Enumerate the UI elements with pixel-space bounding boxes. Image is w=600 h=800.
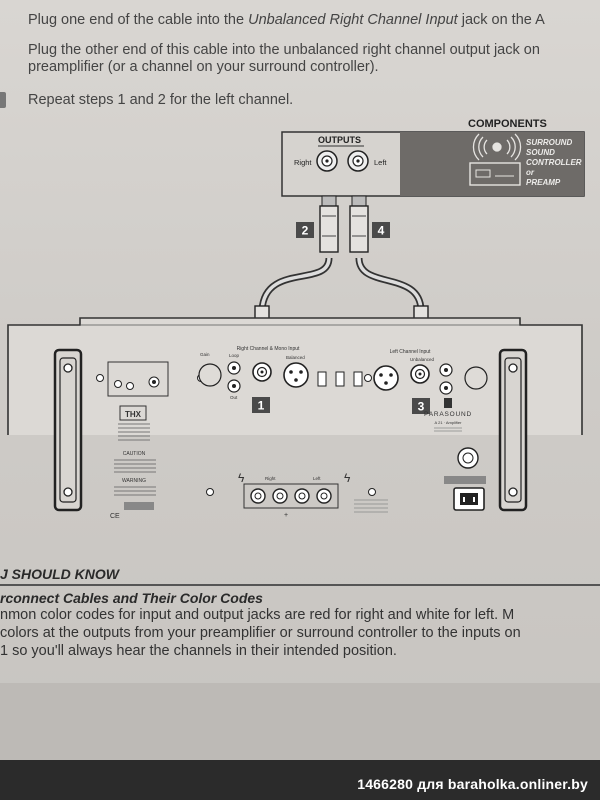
out-label: Out — [230, 395, 238, 400]
loop-jack-left — [439, 363, 453, 395]
voltage-label — [444, 476, 486, 484]
thx-logo: THX — [125, 410, 142, 419]
svg-text:1: 1 — [258, 399, 265, 413]
svg-text:3: 3 — [418, 400, 425, 414]
screw-icon — [96, 374, 104, 382]
instruction-step-3: Repeat steps 1 and 2 for the left channe… — [28, 92, 294, 108]
unbalanced-input-right — [252, 362, 272, 382]
step-badge-3: 3 — [412, 398, 430, 414]
instruction-text: Plug one end of the cable into the — [28, 12, 249, 28]
components-title: COMPONENTS — [468, 118, 547, 130]
lower-page-band — [0, 683, 600, 760]
output-jack-right — [316, 150, 338, 172]
unbalanced-input-left: Unbalanced — [410, 357, 435, 384]
body-line-1: nmon color codes for input and output ja… — [0, 607, 515, 623]
left-input-label: Left Channel Input — [390, 349, 431, 355]
rating-label: THX CAUTION WARNING CE — [110, 405, 156, 520]
ce-mark: CE — [110, 513, 120, 520]
connection-diagram: COMPONENTS OUTPUTS Right Left — [7, 118, 585, 520]
device-label-line-3: CONTROLLER — [526, 158, 582, 167]
balanced-input-right: Balanced — [283, 355, 309, 388]
gain-knob-left — [464, 366, 488, 390]
step-3-badge — [0, 92, 6, 108]
control-panel — [107, 361, 169, 397]
device-label-line-1: SURROUND — [526, 138, 572, 147]
fuse-holder — [457, 447, 479, 469]
instruction-step-2-line-2: preamplifier (or a channel on your surro… — [28, 59, 379, 75]
manual-page: Plug one end of the cable into the Unbal… — [0, 0, 600, 760]
body-line-2: colors at the outputs from your preampli… — [0, 625, 521, 641]
svg-text:ϟ: ϟ — [238, 471, 245, 485]
brand-logo-icon — [444, 398, 452, 408]
speaker-icon — [472, 133, 522, 161]
balanced-input-left — [373, 365, 399, 391]
brand-name: PARASOUND — [424, 411, 472, 418]
section-rule — [0, 584, 600, 586]
handle-left — [53, 348, 83, 512]
step-badge-1: 1 — [252, 397, 270, 413]
caution-label: CAUTION — [123, 451, 146, 457]
svg-text:Balanced: Balanced — [286, 355, 305, 360]
speaker-terminals: ϟ ϟ Right Left + — [238, 471, 388, 519]
display-icon — [469, 162, 521, 186]
device-label-line-5: PREAMP — [526, 178, 561, 187]
loop-label: Loop — [229, 353, 240, 358]
model-name: A 21 · Amplifier — [435, 420, 463, 425]
output-right-label: Right — [294, 158, 312, 167]
screw-icon — [364, 374, 372, 382]
section-subheading: rconnect Cables and Their Color Codes — [0, 590, 263, 606]
svg-text:ϟ: ϟ — [344, 471, 351, 485]
speaker-right-label: Right — [265, 476, 276, 481]
loop-jack-right — [227, 361, 241, 393]
outputs-label: OUTPUTS — [318, 135, 361, 145]
section-heading: J SHOULD KNOW — [0, 566, 119, 582]
output-left-label: Left — [374, 158, 387, 167]
instruction-step-1: Plug one end of the cable into the Unbal… — [28, 12, 545, 29]
instruction-text: jack on the A — [457, 12, 545, 28]
warning-label: WARNING — [122, 478, 146, 484]
svg-text:2: 2 — [302, 224, 309, 238]
device-label-line-2: SOUND — [526, 148, 555, 157]
output-jack-left — [347, 150, 369, 172]
svg-text:4: 4 — [378, 224, 385, 238]
svg-text:Unbalanced: Unbalanced — [410, 357, 435, 362]
ac-power-inlet — [453, 487, 485, 511]
svg-text:+: + — [284, 512, 288, 519]
screw-icon — [368, 488, 376, 496]
instruction-step-2-line-1: Plug the other end of this cable into th… — [28, 42, 540, 58]
right-input-label: Right Channel & Mono Input — [237, 346, 300, 352]
device-label-line-4: or — [526, 168, 535, 177]
screw-icon — [206, 488, 214, 496]
step-badge-2: 2 — [296, 222, 314, 238]
body-line-3: 1 so you'll always hear the channels in … — [0, 643, 397, 659]
mode-switches — [317, 371, 363, 387]
gain-knob-right: Gain — [198, 352, 222, 387]
watermark: 1466280 для baraholka.onliner.by — [357, 776, 588, 792]
handle-right — [498, 348, 528, 512]
instruction-emphasis: Unbalanced Right Channel Input — [248, 12, 458, 28]
step-badge-4: 4 — [372, 222, 390, 238]
speaker-left-label: Left — [313, 476, 321, 481]
svg-text:Gain: Gain — [200, 352, 210, 357]
